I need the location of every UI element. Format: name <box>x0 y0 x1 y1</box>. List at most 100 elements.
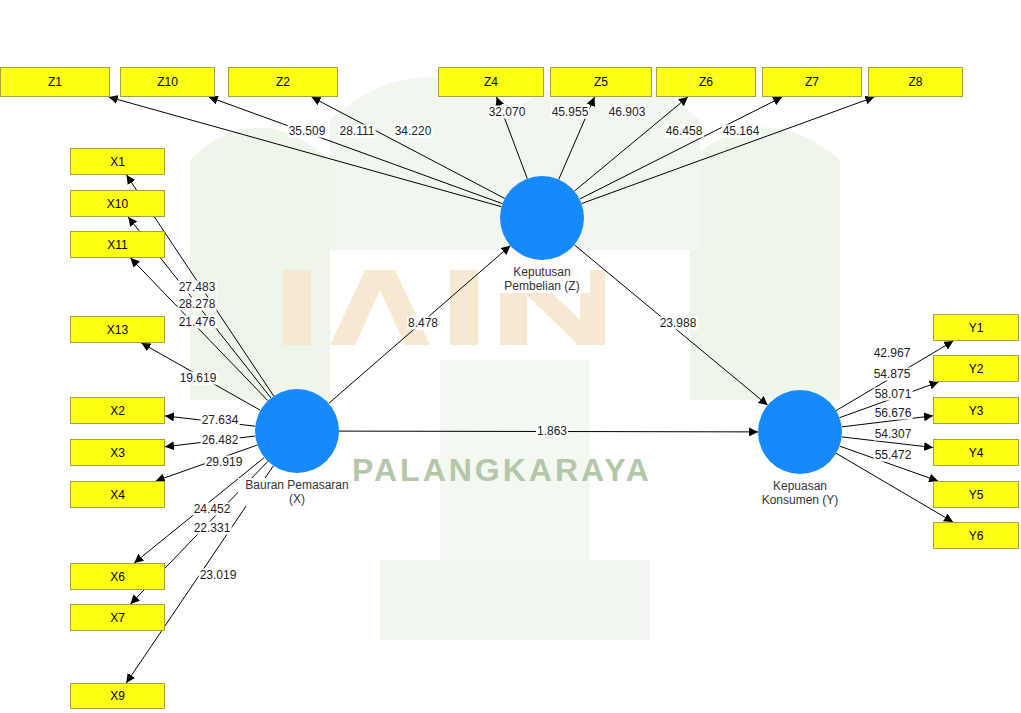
indicator-label: Z5 <box>594 75 608 89</box>
indicator-box: X9 <box>70 683 165 709</box>
indicator-box: X11 <box>70 231 165 258</box>
indicator-label: Z10 <box>157 75 178 89</box>
indicator-label: Z2 <box>276 75 290 89</box>
watermark-shape <box>190 128 330 401</box>
indicator-label: Z1 <box>48 75 62 89</box>
indicator-box: X13 <box>70 316 165 343</box>
t-statistic-label: 54.875 <box>873 368 912 381</box>
t-statistic-label: 54.307 <box>874 428 913 441</box>
indicator-box: X7 <box>70 604 165 631</box>
indicator-box: Z10 <box>120 67 215 97</box>
indicator-label: Z7 <box>805 75 819 89</box>
indicator-box: X4 <box>70 481 165 508</box>
indicator-label: Y6 <box>969 529 984 543</box>
path-arrow <box>574 245 767 405</box>
indicator-box: X6 <box>70 563 165 590</box>
circle-fill <box>500 176 584 260</box>
indicator-label: X2 <box>110 404 125 418</box>
path-arrow <box>109 97 502 207</box>
indicator-label: Y1 <box>969 321 984 335</box>
path-arrow <box>312 97 505 199</box>
path-arrow <box>209 97 503 204</box>
t-statistic-label: 35.509 <box>288 125 327 138</box>
latent-variable-label: Bauran Pemasaran (X) <box>238 478 356 506</box>
t-statistic-label: 23.019 <box>199 569 238 582</box>
t-statistic-label: 28.278 <box>178 298 217 311</box>
circle-fill <box>255 389 339 473</box>
indicator-label: X1 <box>110 155 125 169</box>
t-statistic-label: 45.164 <box>722 125 761 138</box>
path-arrow <box>582 97 875 204</box>
t-statistic-label: 45.955 <box>551 106 590 119</box>
indicator-box: Z8 <box>868 67 963 97</box>
circle-shape <box>757 389 843 475</box>
indicator-label: X3 <box>110 446 125 460</box>
indicator-label: X6 <box>110 570 125 584</box>
indicator-label: X10 <box>107 197 128 211</box>
indicator-box: Y3 <box>933 397 1019 424</box>
indicator-box: Z1 <box>0 67 110 97</box>
t-statistic-label: 27.634 <box>201 414 240 427</box>
indicator-label: Y5 <box>969 488 984 502</box>
path-arrow <box>329 246 511 404</box>
indicator-box: Z2 <box>228 67 338 97</box>
t-statistic-label: 22.331 <box>193 522 232 535</box>
indicator-box: X10 <box>70 190 165 217</box>
watermark-text: PALANGKARAYA <box>352 452 652 489</box>
path-arrow <box>580 97 783 199</box>
watermark-letter <box>283 270 311 345</box>
t-statistic-label: 23.988 <box>659 317 698 330</box>
circle-fill <box>758 390 842 474</box>
t-statistic-label: 27.483 <box>178 281 217 294</box>
t-statistic-label: 24.452 <box>193 503 232 516</box>
indicator-label: X9 <box>110 689 125 703</box>
indicator-box: Y6 <box>933 522 1019 549</box>
t-statistic-label: 1.863 <box>536 425 568 438</box>
indicator-box: X3 <box>70 439 165 466</box>
t-statistic-label: 56.676 <box>874 407 913 420</box>
indicator-label: X7 <box>110 611 125 625</box>
indicator-box: Y5 <box>933 481 1019 508</box>
t-statistic-label: 55.472 <box>874 449 913 462</box>
path-arrow <box>574 97 688 191</box>
t-statistic-label: 26.482 <box>201 434 240 447</box>
indicator-label: Z6 <box>699 75 713 89</box>
indicator-label: Z4 <box>484 75 498 89</box>
indicator-box: Z5 <box>550 67 652 97</box>
indicator-box: Z4 <box>438 67 544 97</box>
circle-shape <box>499 175 585 261</box>
t-statistic-label: 21.476 <box>178 316 217 329</box>
t-statistic-label: 8.478 <box>407 317 439 330</box>
t-statistic-label: 32.070 <box>488 106 527 119</box>
path-arrow <box>134 457 264 563</box>
t-statistic-label: 19.619 <box>179 372 218 385</box>
watermark-shape <box>380 560 650 640</box>
latent-variable-circle: Keputusan Pembelian (Z) <box>499 175 585 261</box>
t-statistic-label: 58.071 <box>874 388 913 401</box>
t-statistic-label: 46.458 <box>665 125 704 138</box>
indicator-label: Y2 <box>969 362 984 376</box>
indicator-box: Y4 <box>933 439 1019 466</box>
indicator-box: Y1 <box>933 314 1019 341</box>
indicator-box: Z6 <box>656 67 756 97</box>
indicator-label: X11 <box>107 238 127 252</box>
indicator-label: X13 <box>107 323 128 337</box>
watermark-letter <box>330 270 430 345</box>
latent-variable-label: Kepuasan Konsumen (Y) <box>754 479 846 507</box>
circle-shape <box>254 388 340 474</box>
t-statistic-label: 29.919 <box>205 456 244 469</box>
t-statistic-label: 34.220 <box>394 125 433 138</box>
latent-variable-circle: Bauran Pemasaran (X) <box>254 388 340 474</box>
watermark-letter <box>450 270 478 345</box>
indicator-label: Y4 <box>969 446 984 460</box>
indicator-box: Y2 <box>933 355 1019 382</box>
t-statistic-label: 28.111 <box>339 125 376 138</box>
indicator-box: Z7 <box>762 67 862 97</box>
indicator-label: Y3 <box>969 404 984 418</box>
indicator-label: X4 <box>110 488 125 502</box>
indicator-box: X2 <box>70 397 165 424</box>
t-statistic-label: 46.903 <box>608 106 647 119</box>
indicator-box: X1 <box>70 148 165 175</box>
t-statistic-label: 42.967 <box>873 347 912 360</box>
latent-variable-circle: Kepuasan Konsumen (Y) <box>757 389 843 475</box>
